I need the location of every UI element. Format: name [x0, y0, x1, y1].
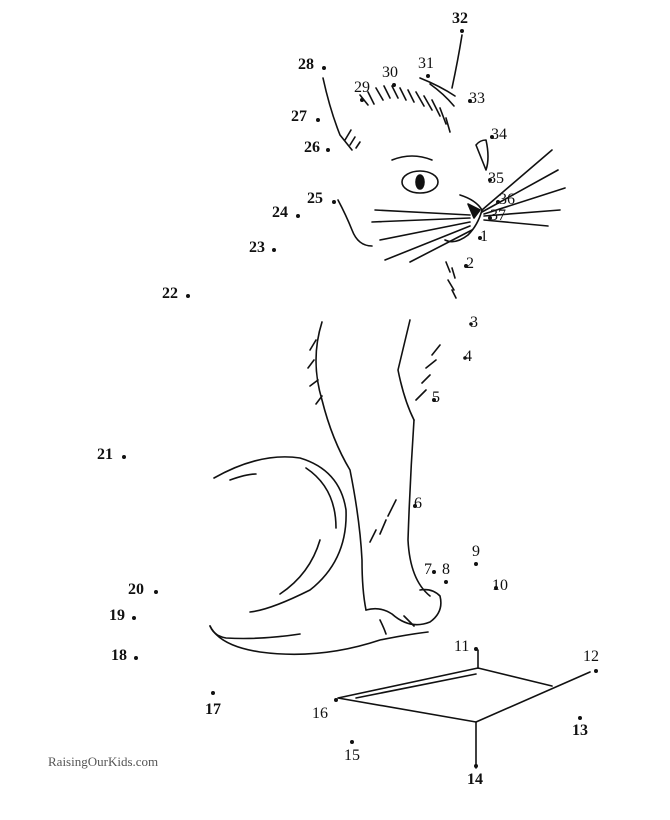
forehead-line — [451, 34, 463, 89]
body-back-fur — [307, 339, 323, 405]
dot-number: 25 — [307, 190, 323, 207]
ear-line — [322, 77, 353, 151]
dot-number: 7 — [424, 561, 432, 578]
whiskers-right — [481, 149, 566, 227]
dot-number: 2 — [466, 255, 474, 272]
chest-fur — [415, 344, 441, 401]
dot-number: 3 — [470, 314, 478, 331]
dot-number: 32 — [452, 10, 468, 27]
dot-number: 18 — [111, 647, 127, 664]
dot-number: 16 — [312, 705, 328, 722]
tail — [213, 456, 347, 613]
dot-number: 4 — [464, 348, 472, 365]
dot-number: 15 — [344, 747, 360, 764]
dot-number: 23 — [249, 239, 265, 256]
dot-number: 21 — [97, 446, 113, 463]
whiskers-left — [371, 209, 473, 263]
front-paw — [365, 588, 442, 626]
cheek-line — [337, 199, 373, 247]
snout — [444, 194, 483, 243]
dot-number: 26 — [304, 139, 320, 156]
box-inner — [355, 673, 477, 699]
nose — [467, 203, 481, 219]
dot-number: 33 — [469, 90, 485, 107]
dot-number: 5 — [432, 389, 440, 406]
tail-inner — [229, 467, 337, 595]
dot-number: 1 — [480, 228, 488, 245]
dot-number: 11 — [454, 638, 470, 655]
dot-number: 31 — [418, 55, 434, 72]
dot-number: 30 — [382, 64, 398, 81]
dot-number: 6 — [414, 495, 422, 512]
chest-line — [397, 319, 415, 421]
eye-pupil — [415, 174, 425, 190]
neck-fur — [445, 261, 457, 299]
dot-number: 24 — [272, 204, 288, 221]
dot-number: 9 — [472, 543, 480, 560]
dot-number: 22 — [162, 285, 178, 302]
dot-number: 28 — [298, 56, 314, 73]
site-credit: RaisingOurKids.com — [48, 754, 159, 769]
dot-number: 27 — [291, 108, 307, 125]
head-fur-2 — [419, 77, 456, 107]
base-line — [209, 625, 429, 656]
front-leg — [407, 419, 431, 597]
box-top — [477, 667, 553, 687]
dot-number: 12 — [583, 648, 599, 665]
ear-fur — [344, 129, 361, 149]
dot-number: 19 — [109, 607, 125, 624]
dot-number: 37 — [490, 207, 506, 224]
dot-number: 17 — [205, 701, 221, 718]
dot-number: 36 — [499, 191, 515, 208]
base-line-2 — [209, 625, 301, 640]
dot-number: 35 — [488, 170, 504, 187]
dot-number: 13 — [572, 722, 588, 739]
dot-number: 29 — [354, 79, 370, 96]
dot-number: 20 — [128, 581, 144, 598]
dot-number: 8 — [442, 561, 450, 578]
eye-outline — [401, 170, 439, 194]
body-back-line — [315, 321, 367, 611]
box-left — [337, 667, 591, 723]
right-ear — [475, 139, 489, 171]
leg-fur — [369, 499, 397, 543]
eyebrow — [391, 155, 433, 161]
dot-number: 34 — [491, 126, 507, 143]
dot-number: 14 — [467, 771, 483, 788]
paw-toes — [379, 615, 415, 635]
